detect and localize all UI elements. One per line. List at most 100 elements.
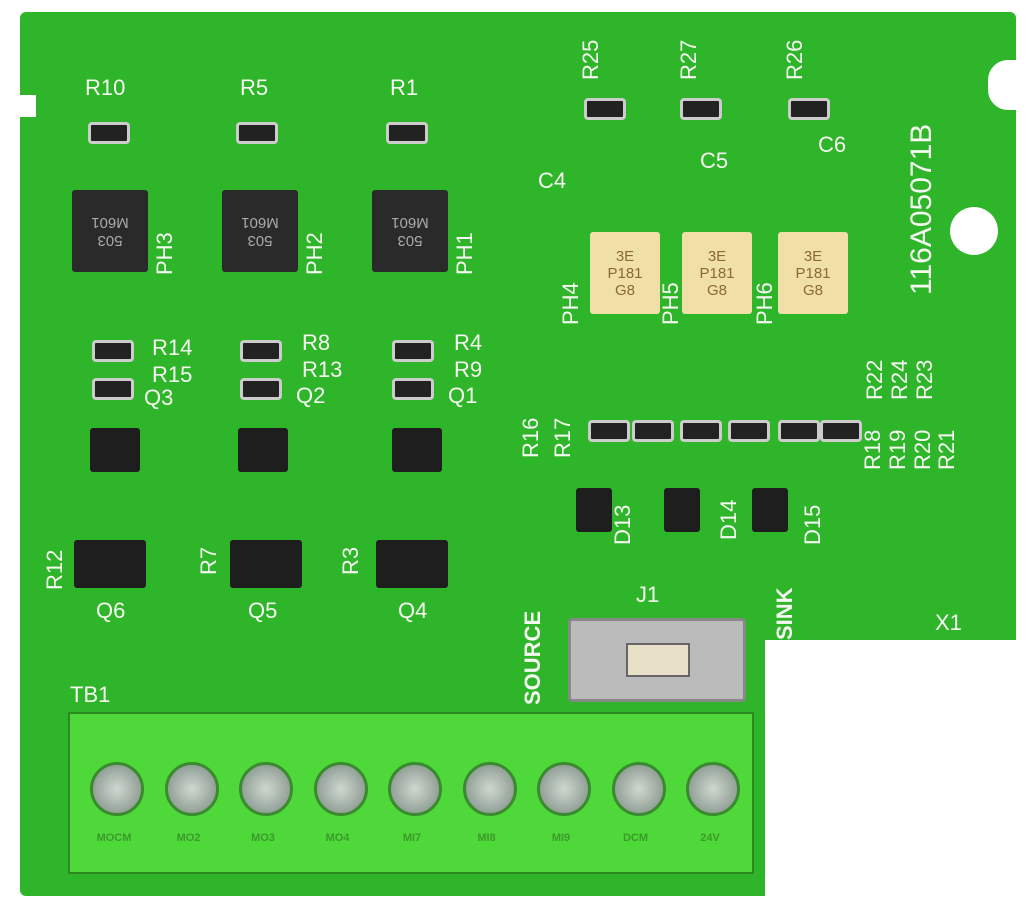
smd-resistor (92, 340, 134, 362)
silkscreen-label-q6: Q6 (96, 598, 126, 623)
terminal-screw[interactable] (313, 762, 368, 816)
transistor (74, 540, 146, 588)
terminal-screw[interactable] (90, 762, 144, 816)
smd-resistor (584, 98, 626, 120)
silkscreen-label-r18: R18 (860, 429, 885, 470)
silkscreen-label-tb1: TB1 (70, 682, 111, 707)
silkscreen-label-r13: R13 (302, 357, 343, 382)
chip-marking: 503 (247, 232, 273, 249)
source-sink-switch[interactable] (568, 618, 746, 702)
board-cutout (765, 640, 1035, 911)
opto-marking: G8 (614, 281, 635, 299)
terminal-label: DCM (622, 832, 649, 844)
silkscreen-label-q2: Q2 (296, 383, 326, 408)
silkscreen-label-ph5: PH5 (658, 282, 683, 325)
transistor (230, 540, 302, 588)
smd-resistor (728, 420, 770, 442)
board-notch (14, 95, 36, 117)
transistor (90, 428, 140, 472)
silkscreen-label-r27: R27 (676, 39, 701, 80)
smd-resistor (240, 378, 282, 400)
opto-marking: P181 (795, 264, 831, 282)
transistor (576, 488, 612, 532)
silkscreen-label-ph2: PH2 (302, 232, 327, 275)
silkscreen-label-r1: R1 (390, 75, 419, 100)
silkscreen-label-r24: R24 (887, 359, 912, 400)
smd-resistor (680, 98, 722, 120)
silkscreen-label-c4: C4 (538, 168, 567, 193)
chip-marking: M601 (391, 214, 429, 231)
terminal-screw[interactable] (388, 762, 442, 816)
smd-resistor (392, 340, 434, 362)
smd-resistor (236, 122, 278, 144)
silkscreen-label-q5: Q5 (248, 598, 278, 623)
silkscreen-label-c5: C5 (700, 148, 729, 173)
silkscreen-label-ph4: PH4 (558, 282, 583, 325)
silkscreen-label-source: SOURCE (520, 610, 545, 705)
silkscreen-label-r9: R9 (454, 357, 483, 382)
silkscreen-label-r4: R4 (454, 330, 483, 355)
silkscreen-label-r15: R15 (152, 362, 193, 387)
terminal-screw[interactable] (239, 762, 293, 816)
smd-resistor (240, 340, 282, 362)
opto-marking: 3E (707, 247, 727, 265)
opto-marking: P181 (607, 264, 643, 282)
smd-resistor (88, 122, 130, 144)
mounting-hole (950, 207, 998, 255)
silkscreen-label-r22: R22 (862, 359, 887, 400)
opto-marking: 3E (803, 247, 823, 265)
silkscreen-label-c6: C6 (818, 132, 847, 157)
silkscreen-label-q1: Q1 (448, 383, 478, 408)
silkscreen-label-r10: R10 (85, 75, 126, 100)
smd-resistor (778, 420, 820, 442)
silkscreen-label-r23: R23 (912, 359, 937, 400)
smd-resistor (588, 420, 630, 442)
silkscreen-label-r14: R14 (152, 335, 193, 360)
silkscreen-label-q3: Q3 (144, 385, 174, 410)
silkscreen-label-r20: R20 (910, 429, 935, 470)
transistor (376, 540, 448, 588)
terminal-screw[interactable] (686, 762, 740, 816)
terminal-label: 24V (700, 832, 720, 844)
transistor (664, 488, 700, 532)
chip-marking: M601 (91, 214, 129, 231)
silkscreen-label-r16: R16 (518, 417, 543, 458)
terminal-label: MO2 (176, 832, 201, 844)
silkscreen-label-ph6: PH6 (752, 282, 777, 325)
transistor (238, 428, 288, 472)
silkscreen-label-r26: R26 (782, 39, 807, 80)
terminal-screw[interactable] (164, 762, 219, 816)
opto-marking: P181 (699, 264, 735, 282)
silkscreen-label-q4: Q4 (398, 598, 428, 623)
silkscreen-label-r21: R21 (934, 429, 959, 470)
opto-marking: G8 (706, 281, 727, 299)
terminal-label: MOCM (96, 832, 132, 844)
smd-resistor (820, 420, 862, 442)
terminal-label: MI7 (402, 832, 422, 844)
smd-resistor (632, 420, 674, 442)
terminal-screw[interactable] (611, 762, 666, 816)
silkscreen-label-r5: R5 (240, 75, 269, 100)
chip-marking: 503 (397, 232, 423, 249)
silkscreen-label-d14: D14 (716, 499, 741, 540)
transistor (752, 488, 788, 532)
opto-marking: G8 (802, 281, 823, 299)
silkscreen-label-j1: J1 (636, 582, 660, 607)
silkscreen-label-r17: R17 (550, 417, 575, 458)
smd-resistor (680, 420, 722, 442)
silkscreen-label-r8: R8 (302, 330, 331, 355)
smd-resistor (92, 378, 134, 400)
switch-knob[interactable] (626, 643, 690, 677)
silkscreen-label-ph1: PH1 (452, 232, 477, 275)
terminal-screw[interactable] (537, 762, 591, 816)
terminal-screw[interactable] (462, 762, 517, 816)
silkscreen-label-r12: R12 (42, 549, 67, 590)
smd-resistor (788, 98, 830, 120)
opto-marking: 3E (615, 247, 635, 265)
